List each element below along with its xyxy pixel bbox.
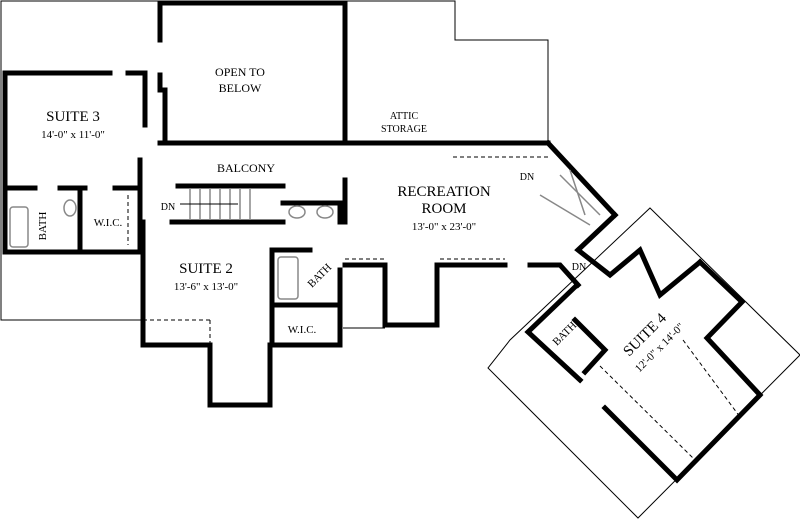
bathtub-icon xyxy=(9,206,29,248)
suite2-name: SUITE 2 xyxy=(179,261,233,277)
open-to-below-label-2: BELOW xyxy=(219,81,262,95)
suite3-name: SUITE 3 xyxy=(46,109,100,125)
sink-icon xyxy=(288,205,306,219)
attic-label-2: STORAGE xyxy=(381,124,427,135)
sink-icon xyxy=(63,199,77,217)
suite2-bath-label: BATH xyxy=(305,261,334,290)
fixtures xyxy=(9,169,601,300)
suite3-bath-label: BATH xyxy=(37,212,49,241)
dashed-lines xyxy=(127,156,741,461)
suite2-dims: 13'-6" x 13'-0" xyxy=(174,281,238,293)
stairs-left xyxy=(180,188,251,220)
recreation-name-2: ROOM xyxy=(421,201,466,217)
stair-dn-left: DN xyxy=(161,202,175,213)
attic-label: ATTIC xyxy=(390,111,419,122)
suite2-wic-label: W.I.C. xyxy=(288,324,317,336)
recreation-name: RECREATION xyxy=(397,184,491,200)
hall-dn-label: DN xyxy=(572,262,586,273)
suite3-dims: 14'-0" x 11'-0" xyxy=(41,129,105,141)
recreation-dims: 13'-0" x 23'-0" xyxy=(412,221,476,233)
stairs-right xyxy=(539,169,601,226)
stair-dn-right: DN xyxy=(520,172,534,183)
bathtub-icon xyxy=(277,256,299,300)
balcony-label: BALCONY xyxy=(217,161,275,175)
sink-icon xyxy=(316,205,334,219)
walls xyxy=(2,0,764,484)
suite4-bath-label: BATH xyxy=(550,319,579,348)
open-to-below-label: OPEN TO xyxy=(215,65,265,79)
suite3-wic-label: W.I.C. xyxy=(94,217,123,229)
